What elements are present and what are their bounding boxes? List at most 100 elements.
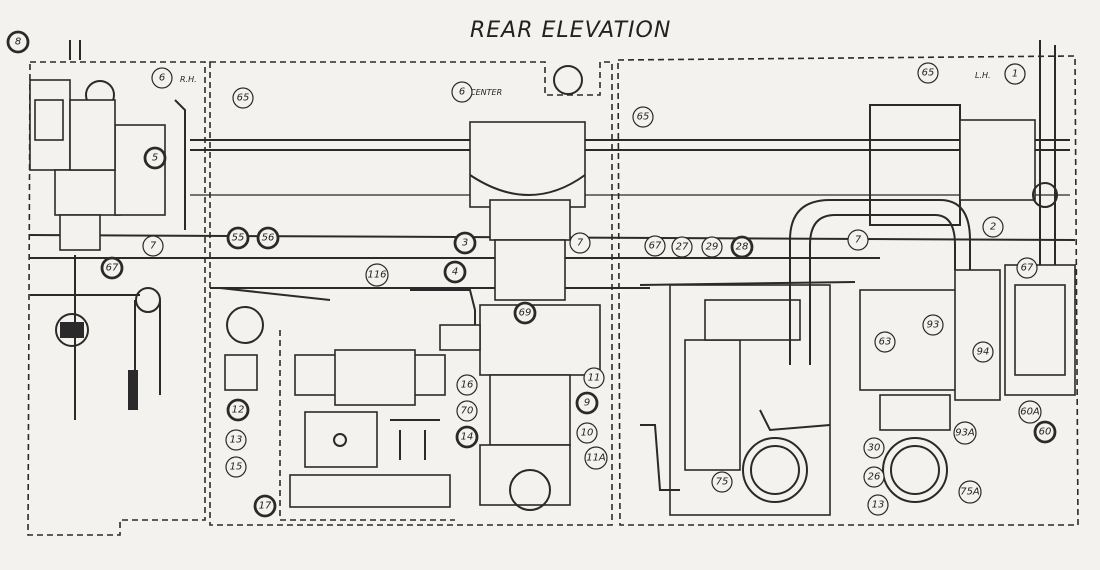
callout-label: 65 bbox=[637, 112, 650, 123]
callout-label: 93 bbox=[927, 320, 940, 331]
callout-6: 6 bbox=[451, 81, 473, 103]
callout-label: 30 bbox=[868, 443, 881, 454]
callout-label: 12 bbox=[232, 405, 245, 416]
callout-circle bbox=[711, 471, 733, 493]
callout-circle bbox=[513, 301, 537, 325]
callout-circle bbox=[151, 67, 173, 89]
lh-unit bbox=[789, 40, 1076, 503]
center-note: CENTER bbox=[470, 88, 502, 97]
callout-label: 28 bbox=[736, 242, 749, 253]
callout-circle bbox=[569, 232, 591, 254]
callout-4: 4 bbox=[443, 260, 467, 284]
callout-circle bbox=[225, 456, 247, 478]
callout-67: 67 bbox=[1016, 257, 1038, 279]
callout-label: 9 bbox=[584, 398, 590, 409]
callout-circle bbox=[226, 226, 250, 250]
callout-label: 75A bbox=[960, 487, 980, 498]
callout-5: 5 bbox=[143, 146, 167, 170]
callout-circle bbox=[1016, 257, 1038, 279]
callout-label: 7 bbox=[855, 235, 862, 246]
callout-circle bbox=[730, 235, 754, 259]
callout-15: 15 bbox=[225, 456, 247, 478]
callout-9: 9 bbox=[575, 391, 599, 415]
callout-label: 5 bbox=[152, 153, 158, 164]
callout-label: 60A bbox=[1020, 407, 1040, 418]
callout-93a: 93A bbox=[953, 421, 977, 445]
callout-circle bbox=[443, 260, 467, 284]
callout-circle bbox=[142, 235, 164, 257]
callout-75: 75 bbox=[711, 471, 733, 493]
callout-circle bbox=[863, 466, 885, 488]
callout-69: 69 bbox=[513, 301, 537, 325]
center-unit bbox=[219, 65, 601, 521]
callout-7: 7 bbox=[142, 235, 164, 257]
callout-label: 94 bbox=[977, 347, 990, 358]
callout-circle bbox=[453, 231, 477, 255]
lh-note: L.H. bbox=[975, 71, 991, 80]
callout-label: 16 bbox=[461, 380, 474, 391]
callout-circle bbox=[644, 235, 666, 257]
callout-label: 6 bbox=[459, 87, 465, 98]
callout-circle bbox=[365, 263, 389, 287]
callout-label: 15 bbox=[230, 462, 243, 473]
panel-outlines bbox=[27, 55, 1079, 536]
callout-70: 70 bbox=[456, 400, 478, 422]
callout-label: 11A bbox=[586, 453, 606, 464]
callout-67: 67 bbox=[644, 235, 666, 257]
callout-label: 3 bbox=[462, 238, 468, 249]
callout-63: 63 bbox=[874, 331, 896, 353]
callout-label: 55 bbox=[232, 233, 245, 244]
callout-circle bbox=[874, 331, 896, 353]
callout-label: 29 bbox=[706, 242, 719, 253]
callout-label: 14 bbox=[461, 432, 474, 443]
control-panel bbox=[639, 281, 856, 516]
callout-circle bbox=[863, 437, 885, 459]
callout-circle bbox=[847, 229, 869, 251]
callout-65: 65 bbox=[632, 106, 654, 128]
callout-circle bbox=[226, 398, 250, 422]
callout-label: 7 bbox=[577, 238, 584, 249]
callout-circle bbox=[972, 341, 994, 363]
callout-label: 63 bbox=[879, 337, 892, 348]
callout-1: 1 bbox=[1004, 63, 1026, 85]
callout-2: 2 bbox=[982, 216, 1004, 238]
callout-circle bbox=[583, 367, 605, 389]
callout-circle bbox=[958, 480, 982, 504]
callout-label: 116 bbox=[367, 270, 386, 281]
main-pipes bbox=[29, 139, 1076, 289]
callout-label: 93A bbox=[955, 428, 975, 439]
callout-circle bbox=[455, 425, 479, 449]
callout-label: 6 bbox=[159, 73, 165, 84]
callout-circle bbox=[575, 391, 599, 415]
callout-65: 65 bbox=[232, 87, 254, 109]
callout-11a: 11A bbox=[584, 446, 608, 470]
callout-label: 13 bbox=[872, 500, 885, 511]
callout-circle bbox=[100, 256, 124, 280]
callout-11: 11 bbox=[583, 367, 605, 389]
callout-67: 67 bbox=[100, 256, 124, 280]
callout-circle bbox=[232, 87, 254, 109]
callout-label: 2 bbox=[990, 222, 996, 233]
callout-29: 29 bbox=[701, 236, 723, 258]
callout-label: 13 bbox=[230, 435, 243, 446]
callout-16: 16 bbox=[456, 374, 478, 396]
callout-label: 7 bbox=[150, 241, 157, 252]
callout-17: 17 bbox=[253, 494, 277, 518]
callout-26: 26 bbox=[863, 466, 885, 488]
callout-circle bbox=[584, 446, 608, 470]
callout-6: 6 bbox=[151, 67, 173, 89]
callout-60a: 60A bbox=[1018, 400, 1042, 424]
callout-93: 93 bbox=[922, 314, 944, 336]
callout-circle bbox=[1033, 420, 1057, 444]
callout-circle bbox=[256, 226, 280, 250]
callout-circle bbox=[6, 30, 30, 54]
rh-note: R.H. bbox=[180, 75, 197, 84]
callout-60: 60 bbox=[1033, 420, 1057, 444]
callout-label: 70 bbox=[461, 406, 474, 417]
callout-circle bbox=[456, 374, 478, 396]
callout-56: 56 bbox=[256, 226, 280, 250]
callout-label: 65 bbox=[237, 93, 250, 104]
callout-75a: 75A bbox=[958, 480, 982, 504]
